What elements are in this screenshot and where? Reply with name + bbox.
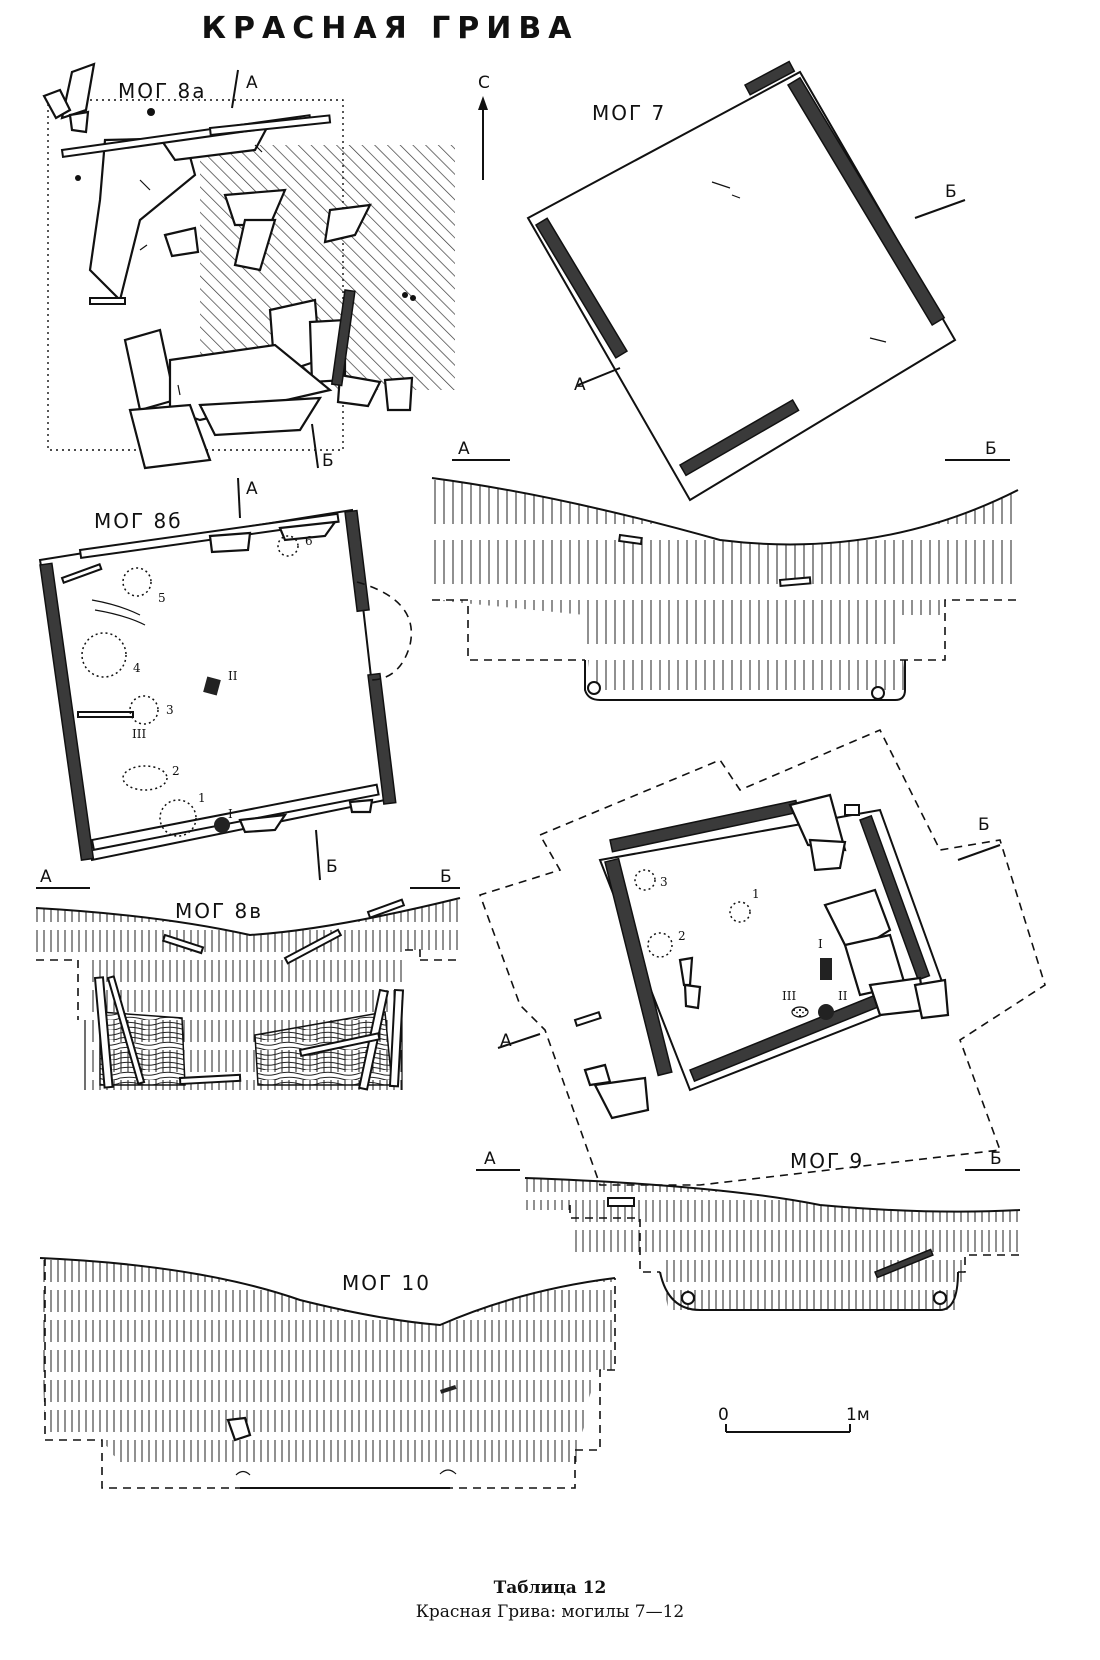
mog8a-section-a: А [246, 73, 258, 93]
mog8b-num-2: 2 [172, 764, 180, 778]
mog9-object-ii-marker [820, 958, 832, 980]
caption-subtitle: Красная Грива: могилы 7—12 [415, 1602, 685, 1622]
mog8b-obj-iii-label: III [132, 727, 146, 741]
mog9-num-2: 2 [678, 929, 686, 943]
plate-title: КРАСНАЯ ГРИВА [202, 11, 579, 46]
mog8b-pit-6 [277, 535, 299, 557]
mog8b-section-b: Б [326, 857, 338, 877]
mog8b-num-1: 1 [198, 791, 206, 805]
mog9-obj-iii-label: III [782, 989, 796, 1003]
mog8b-section-a: А [246, 479, 258, 499]
mog8v-label: МОГ 8в [175, 899, 263, 923]
mog7-section-a: А [574, 375, 586, 395]
mog8b-pit-4 [81, 632, 127, 678]
mog8b-pit-1 [159, 799, 197, 837]
mog9-plan: 1 2 3 I II III Б А [478, 728, 1046, 1186]
mog8b-pit-5 [122, 567, 152, 597]
mog9-num-1: 1 [752, 887, 760, 901]
mog9-profile-b: Б [990, 1149, 1002, 1169]
mog9-section-a: А [500, 1031, 512, 1051]
mog8b-pit-3 [129, 695, 159, 725]
mog8b-obj-i-label: I [228, 807, 233, 821]
mog9-pit-3 [634, 869, 656, 891]
mog8b-object-ii [203, 676, 221, 696]
mog10-label: МОГ 10 [342, 1271, 431, 1295]
mog7-section: А Б [431, 439, 1019, 701]
mog8b-object-i [214, 817, 230, 833]
mog8b-pit-2 [122, 765, 168, 791]
mog9-object-iii [791, 1006, 809, 1018]
mog9-obj-i-label: I [818, 937, 823, 951]
mog9-object-ii [818, 1004, 834, 1020]
mog9-obj-ii-label: II [838, 989, 848, 1003]
mog9-section-b: Б [978, 815, 990, 835]
mog10-section: МОГ 10 [39, 1257, 616, 1489]
mog9-object-i [678, 956, 694, 987]
mog7-plan: МОГ 7 Б А [526, 60, 966, 502]
mog8b-plan: 5 4 3 2 1 6 II I III МОГ 8б А Б [38, 477, 413, 881]
mog9-label: МОГ 9 [790, 1149, 864, 1173]
mog7-profile-a: А [458, 439, 470, 459]
mog8a-label: МОГ 8а [118, 79, 207, 103]
mog8v-profile-b: Б [440, 867, 452, 887]
mog8v-profile-a: А [40, 867, 52, 887]
north-arrow: С [478, 73, 490, 180]
scale-bar: 0 1м [718, 1405, 870, 1433]
north-label: С [478, 73, 490, 93]
mog8a-plan: МОГ 8а А Б [42, 62, 455, 471]
mog8b-num-5: 5 [158, 591, 166, 605]
mog8b-obj-ii-label: II [228, 669, 238, 683]
mog8b-num-4: 4 [133, 661, 141, 675]
caption-title: Таблица 12 [493, 1578, 607, 1598]
mog7-profile-b: Б [985, 439, 997, 459]
mog9-pit-1 [729, 901, 751, 923]
mog9-profile-a: А [484, 1149, 496, 1169]
mog8b-num-6: 6 [305, 534, 313, 548]
mog9-section: А Б МОГ 9 [476, 1149, 1021, 1311]
mog8b-label: МОГ 8б [94, 509, 183, 533]
mog8a-section-b: Б [322, 451, 334, 471]
mog9-num-3: 3 [660, 875, 668, 889]
mog7-label: МОГ 7 [592, 101, 666, 125]
scale-bar-start: 0 [718, 1405, 729, 1425]
mog9-pit-2 [647, 932, 673, 958]
mog8b-num-3: 3 [166, 703, 174, 717]
mog7-section-b: Б [945, 182, 957, 202]
scale-bar-end: 1м [846, 1405, 870, 1425]
mog8v-section: А Б МОГ 8в [35, 867, 461, 1091]
